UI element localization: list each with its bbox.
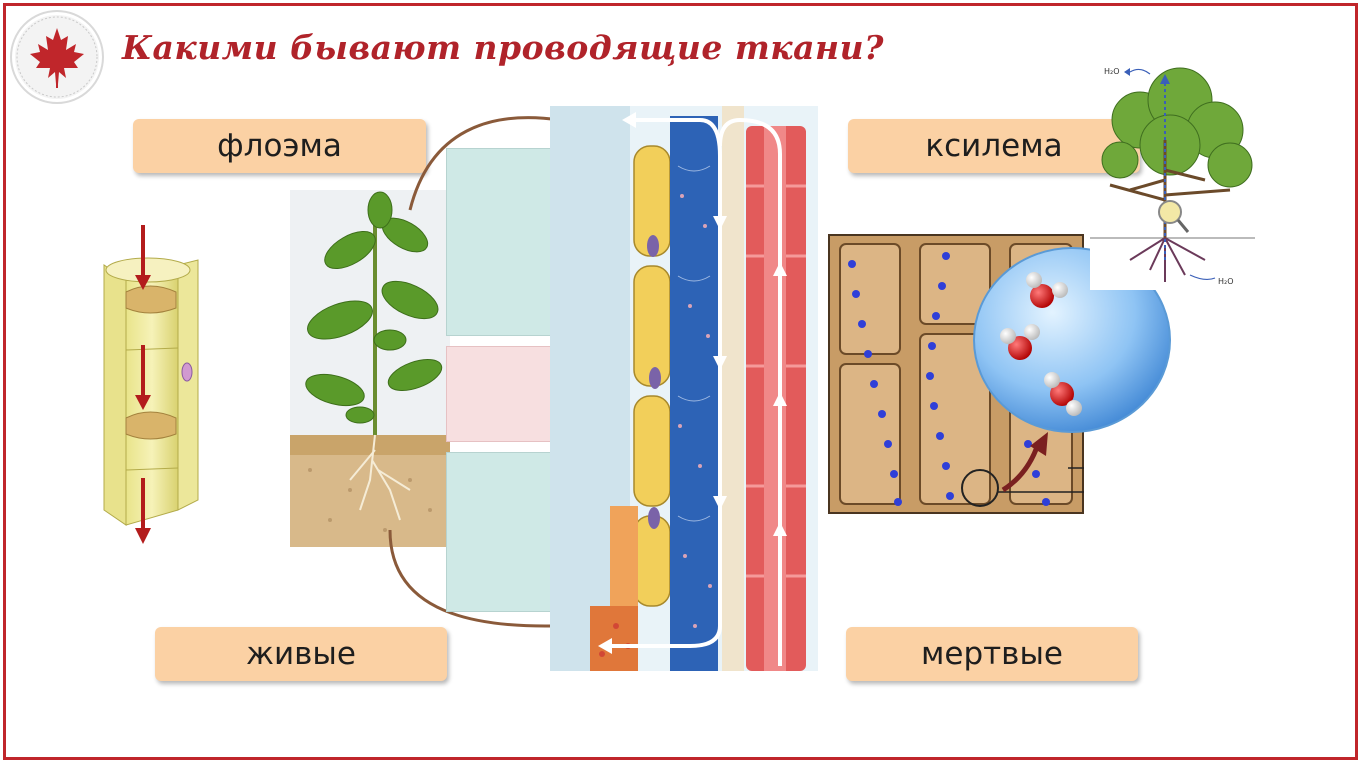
tree-transpiration-inset: H₂O H₂O [1090,60,1255,290]
maple-leaf-icon [12,12,102,102]
slide-title: Какими бывают проводящие ткани? [122,28,884,67]
tree-water-in-label: H₂O [1218,277,1234,286]
sieve-tube-illustration [98,220,208,550]
stem-tissue-diagram [550,106,818,671]
maple-leaf-logo [10,10,104,104]
dead-label[interactable]: мертвые [846,627,1138,681]
tree-water-out-label: H₂O [1104,67,1120,76]
